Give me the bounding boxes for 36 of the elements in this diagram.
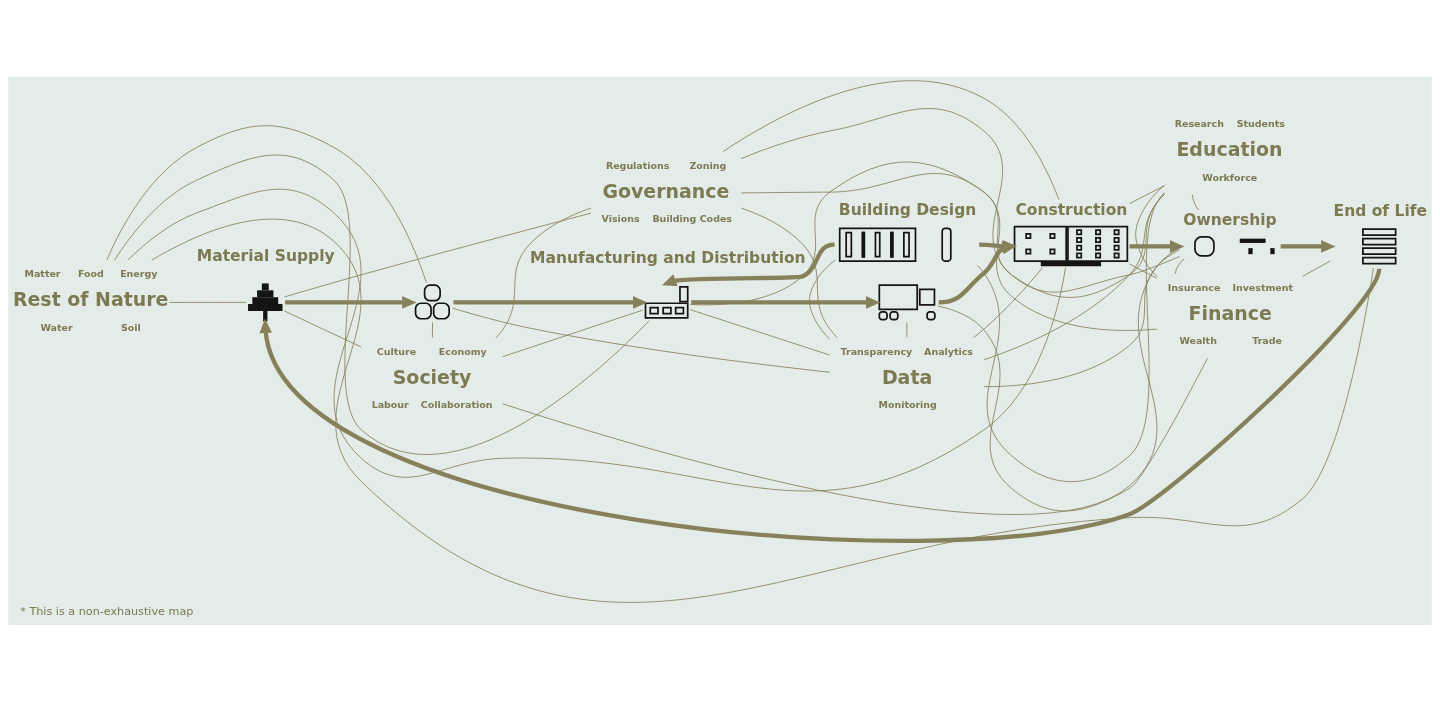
node-label: Zoning <box>689 159 727 171</box>
node-label: Visions <box>601 212 640 224</box>
node-label: Labour <box>371 398 409 410</box>
node-text: Data <box>881 365 933 388</box>
node-label: Investment <box>1232 281 1293 293</box>
node-label: Energy <box>120 267 158 279</box>
node-label: Culture <box>376 345 417 357</box>
node-text: Governance <box>602 179 730 202</box>
node-label: Economy <box>438 345 487 357</box>
node-label: Building Design <box>838 200 977 219</box>
node-label: Insurance <box>1167 281 1221 293</box>
node-label: Trade <box>1252 334 1282 346</box>
node-label: Construction <box>1015 200 1128 219</box>
node-label: Collaboration <box>420 398 493 410</box>
node-label: Transparency <box>840 345 913 357</box>
node-label: Soil <box>121 321 141 333</box>
node-label: Monitoring <box>878 398 937 410</box>
node-label: End of Life <box>1333 201 1427 220</box>
label: Material Supply <box>196 246 335 265</box>
node-text: Finance <box>1188 301 1272 324</box>
node-label: Food <box>77 267 104 279</box>
node-text: Rest of Nature <box>12 287 169 310</box>
node-label: Research <box>1174 117 1224 129</box>
node-label: Analytics <box>924 345 974 357</box>
node-label: Wealth <box>1179 334 1217 346</box>
node-label: Building Codes <box>652 212 732 224</box>
node-label: Water <box>40 321 73 333</box>
node-label: Ownership <box>1183 210 1277 229</box>
node-label: Workforce <box>1202 171 1258 183</box>
node-label: Matter <box>24 267 61 279</box>
node-label: Students <box>1236 117 1285 129</box>
node-text: Education <box>1176 137 1283 160</box>
label: Manufacturing and Distribution <box>530 248 806 267</box>
node-text: Society <box>392 365 472 388</box>
node-label: Regulations <box>605 159 670 171</box>
caption: * This is a non-exhaustive map <box>20 604 194 618</box>
